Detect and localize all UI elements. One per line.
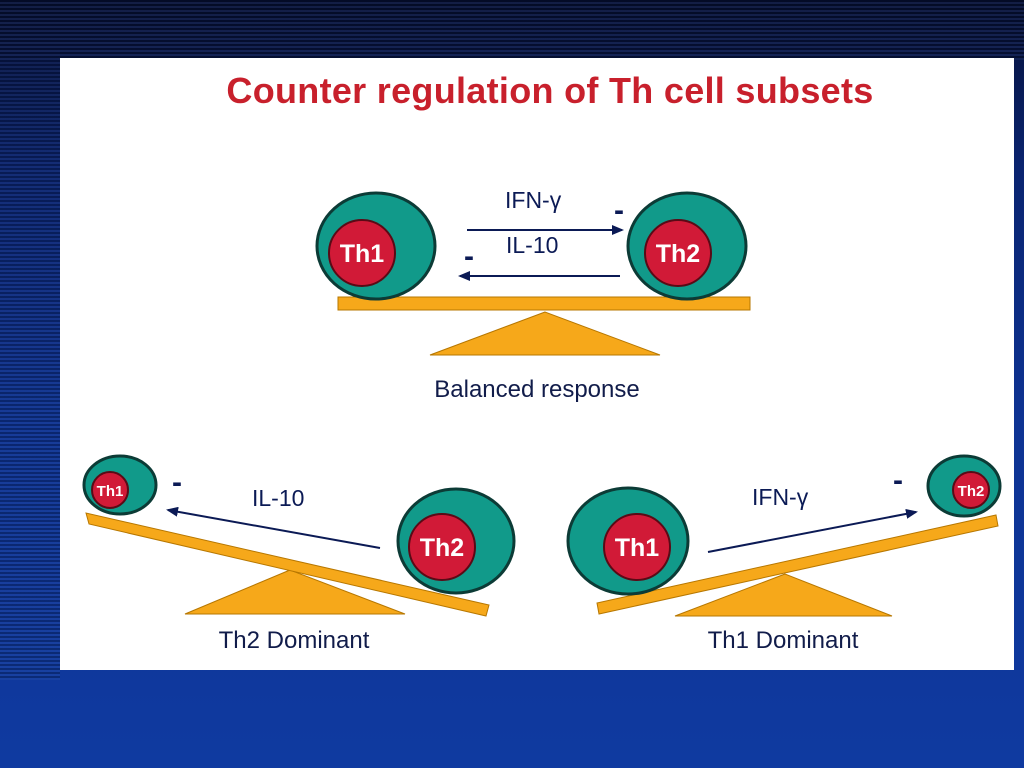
th1-dominant-ifn-label: IFN-γ — [752, 484, 809, 510]
balanced-minus-right: - — [614, 194, 624, 227]
th2-dominant-il10-arrow — [166, 506, 381, 549]
th2-dominant-caption: Th2 Dominant — [219, 627, 370, 654]
th1-dominant-th1-label: Th1 — [615, 534, 660, 562]
th1-dominant-minus: - — [893, 464, 903, 497]
th1-dominant-th1-cell: Th1 — [566, 486, 690, 596]
th2-dominant-minus: - — [172, 466, 182, 499]
left-stripes — [0, 60, 60, 680]
th1-dominant-th2-cell: Th2 — [926, 454, 1002, 518]
th1-dominant-ifn-arrow — [707, 508, 918, 553]
th2-dominant-beam — [85, 512, 490, 617]
balanced-fulcrum — [429, 311, 661, 356]
slide-panel — [60, 58, 1014, 670]
th1-dominant-fulcrum — [674, 573, 893, 617]
th2-dominant-th2-cell: Th2 — [396, 487, 516, 595]
th2-dominant-th1-label: Th1 — [97, 483, 124, 500]
balanced-th1-cell: Th1 — [315, 191, 437, 301]
balanced-minus-left: - — [464, 240, 474, 273]
th1-dominant-group: Th1 Th2 IFN-γ - Th1 Dominant — [566, 454, 1002, 654]
header-stripes — [0, 0, 1024, 60]
th2-dominant-th1-cell: Th1 — [82, 454, 158, 516]
th1-dominant-beam — [596, 514, 999, 615]
balanced-beam — [337, 296, 751, 311]
balanced-group: Th1 Th2 IFN-γ IL-10 - - Balanced respons… — [315, 187, 751, 403]
balanced-th1-label: Th1 — [340, 240, 385, 268]
th2-dominant-group: Th1 Th2 IL-10 - Th2 Dominant — [82, 454, 516, 654]
th1-dominant-th2-label: Th2 — [958, 483, 985, 500]
balanced-caption: Balanced response — [434, 376, 639, 403]
balanced-th2-label: Th2 — [656, 240, 700, 268]
th1-dominant-caption: Th1 Dominant — [708, 627, 859, 654]
th2-dominant-th2-label: Th2 — [420, 534, 464, 562]
balanced-ifn-label: IFN-γ — [505, 187, 562, 213]
balanced-th2-cell: Th2 — [626, 191, 748, 301]
balanced-il10-label: IL-10 — [506, 232, 558, 258]
slide-title: Counter regulation of Th cell subsets — [226, 70, 874, 111]
th2-dominant-il10-label: IL-10 — [252, 485, 304, 511]
th2-dominant-fulcrum — [184, 569, 406, 615]
